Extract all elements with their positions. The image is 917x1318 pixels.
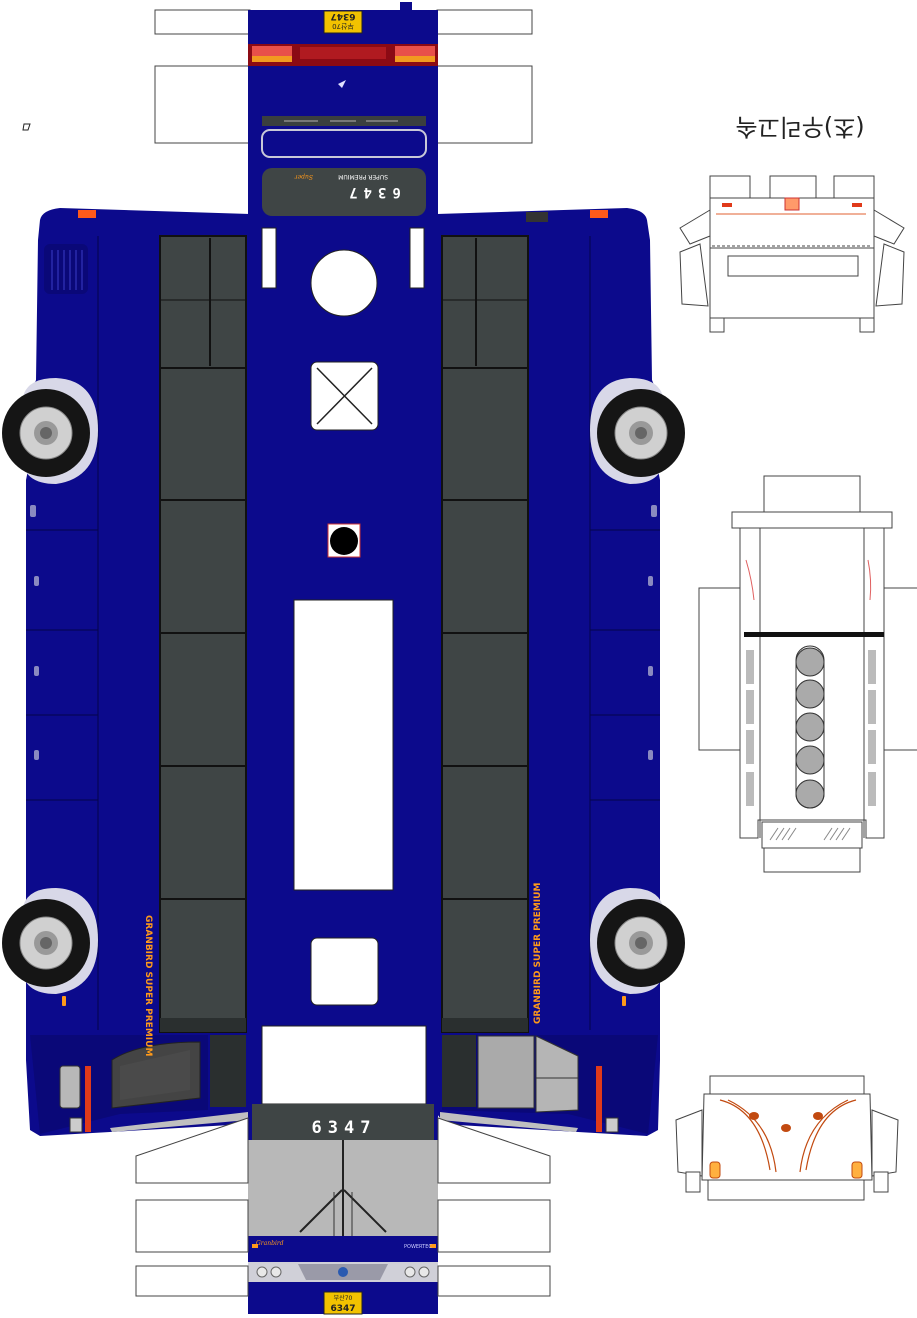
right-side-lettering: GRANBIRD SUPER PREMIUM [533,883,543,1024]
vent-grilles [746,650,876,806]
right-front-wheel [590,378,685,484]
left-side-lettering: GRANBIRD SUPER PREMIUM [143,915,153,1056]
bumper-lamp-center-icon [781,1124,791,1132]
right-rear-wheel [590,888,685,994]
rear-panel [248,2,438,218]
part-front-bumper [675,1075,899,1201]
engine-fans [795,645,825,809]
front-bumper-decals [719,1099,857,1173]
left-side-panel [26,208,258,1136]
rear-badge-text: SUPER PREMIUM [338,173,388,180]
rear-plate-line2: 6347 [330,11,355,21]
grille-hatch [769,827,851,841]
front-plate-line1: 부산70 [334,1294,353,1302]
bumper-lamp-right-icon [813,1112,823,1120]
front-indicator-right [851,1161,863,1179]
rear-logo-text: Super [294,173,313,180]
bottom-glue-tabs [135,1117,551,1297]
left-rear-wheel [2,888,98,994]
roof-panel [258,218,430,1105]
rear-plate-line1: 부산70 [332,22,354,31]
right-side-panel [430,208,660,1136]
front-plate-line2: 6347 [330,1304,355,1314]
top-glue-tabs [154,9,533,144]
front-indicator-left [709,1161,721,1179]
emblem-icon [338,80,346,88]
front-license-plate [323,1291,363,1315]
front-emblem-icon [338,1267,348,1277]
mirrored-company-title: (초)우리고속 [735,113,864,141]
corner-mark-icon [22,123,31,131]
rear-license-plate [323,10,363,34]
part-rear-bumper [679,175,905,333]
front-right-logo: POWERTEC [404,1244,432,1250]
rear-route-number: 6347 [343,184,401,200]
left-front-wheel [2,378,98,484]
bumper-lamp-left-icon [749,1112,759,1120]
front-route-number: 6347 [312,1118,377,1138]
front-panel [248,1104,438,1314]
front-left-logo: Granbird [256,1240,284,1247]
